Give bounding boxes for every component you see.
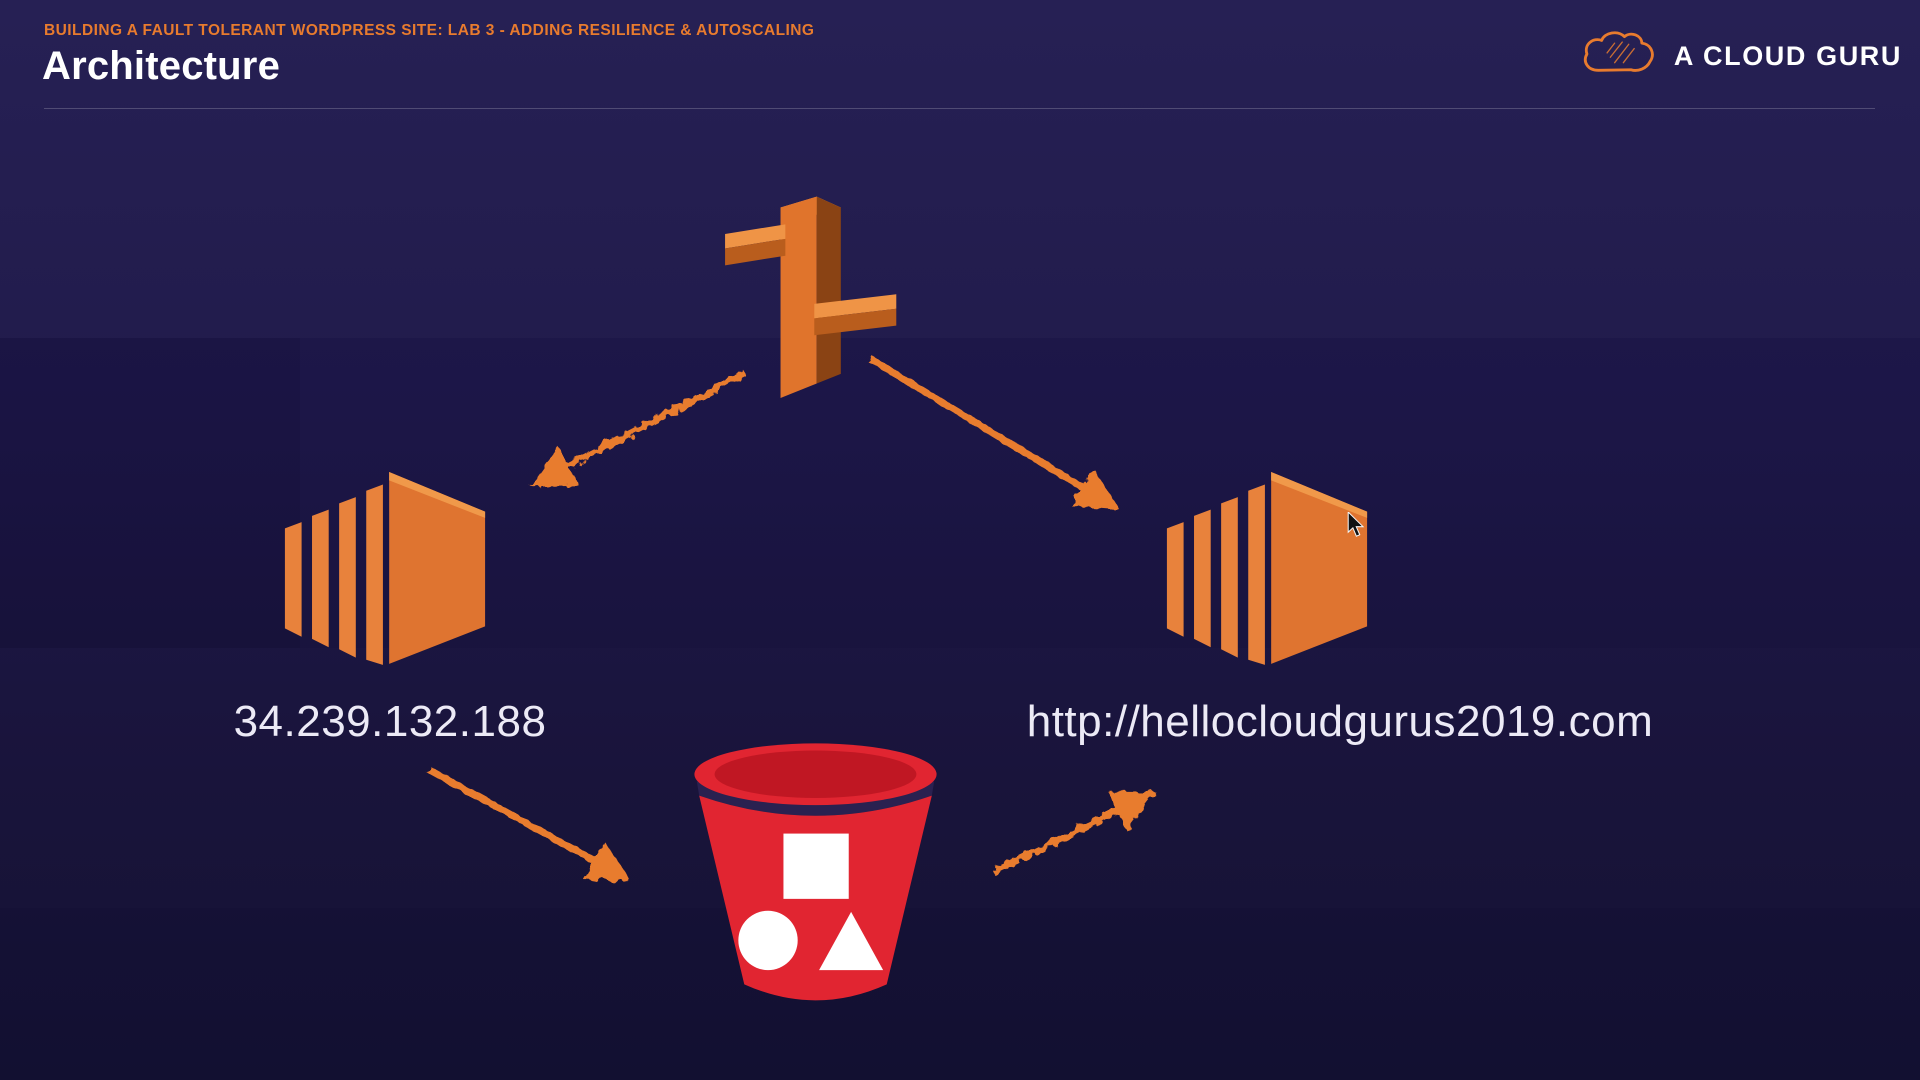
ec2-left-ip-label: 34.239.132.188 (233, 697, 547, 746)
arrow-router-to-left-ec2 (530, 369, 747, 487)
brand-name: A CLOUD GURU (1673, 40, 1902, 71)
mouse-cursor (1345, 510, 1367, 538)
aws-router-post-icon (724, 193, 907, 404)
header-divider (44, 108, 1875, 109)
brand-logo: A CLOUD GURU (1580, 30, 1902, 82)
page-title: Architecture (42, 44, 281, 88)
aws-ec2-instances-icon (279, 422, 491, 667)
sketch-cloud-icon (1580, 29, 1658, 84)
background-band (0, 338, 300, 648)
ec2-right-url-label: http://hellocloudgurus2019.com (1026, 697, 1654, 746)
aws-s3-bucket-icon (681, 741, 950, 1014)
background-band (0, 648, 1920, 908)
lesson-eyebrow: BUILDING A FAULT TOLERANT WORDPRESS SITE… (44, 22, 815, 39)
aws-ec2-instances-icon (1161, 422, 1373, 667)
